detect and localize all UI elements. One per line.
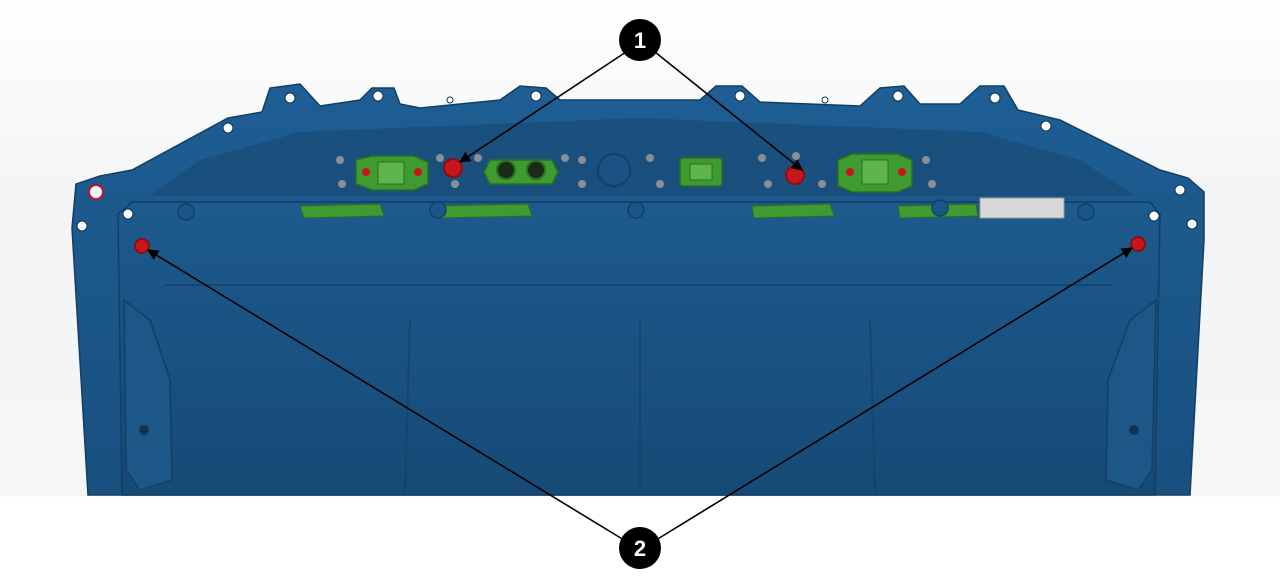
callout-2: 2 bbox=[619, 527, 661, 569]
side-bracket-right bbox=[1105, 298, 1157, 491]
side-bracket-left bbox=[123, 298, 173, 491]
red-plug-2a bbox=[134, 238, 150, 254]
callout-1: 1 bbox=[619, 19, 661, 61]
center-cap bbox=[597, 153, 631, 187]
flange-mounting-holes bbox=[76, 90, 1198, 232]
leader-1b bbox=[654, 51, 803, 171]
leader-1a bbox=[459, 51, 627, 163]
leader-2a bbox=[147, 249, 625, 541]
label-plate bbox=[979, 197, 1065, 219]
lid-seal-strips bbox=[299, 203, 979, 219]
connector-middle bbox=[679, 157, 723, 187]
leader-2b bbox=[655, 247, 1133, 541]
connector-right-large bbox=[837, 153, 913, 193]
connector-hv-round bbox=[483, 159, 559, 185]
red-plug-1a bbox=[443, 158, 463, 178]
connector-bolts bbox=[336, 152, 936, 188]
lid-edge-bosses bbox=[177, 199, 1095, 221]
connector-left-large bbox=[355, 155, 429, 191]
leader-lines bbox=[147, 51, 1133, 541]
flange-hole-red-rim bbox=[88, 184, 104, 200]
callout-1-label: 1 bbox=[634, 28, 646, 53]
red-plug-2b bbox=[1130, 236, 1146, 252]
callout-2-label: 2 bbox=[634, 536, 646, 561]
